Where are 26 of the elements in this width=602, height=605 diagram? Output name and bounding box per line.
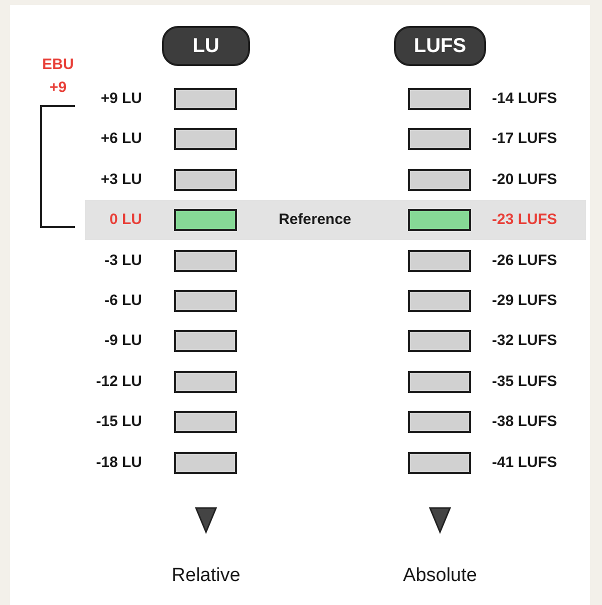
- level-value: -32 LUFS: [492, 331, 558, 352]
- level-value: 0 LU: [108, 210, 142, 230]
- reference-text: Reference: [278, 210, 352, 230]
- level-value: +3 LU: [100, 170, 142, 190]
- level-value: -6 LU: [104, 291, 142, 311]
- level-value: -18 LU: [95, 452, 142, 473]
- unit-badge: LU: [162, 26, 250, 66]
- level-value: -26 LUFS: [492, 250, 558, 271]
- level-value: +9 LU: [100, 89, 142, 109]
- note-text: EBU +9: [41, 55, 75, 98]
- level-value: -3 LU: [104, 250, 142, 271]
- level-value: -29 LUFS: [492, 291, 558, 311]
- unit-badge: LUFS: [394, 26, 486, 66]
- column-caption: Relative: [170, 565, 242, 587]
- level-value: -12 LU: [95, 372, 142, 392]
- level-value: -20 LUFS: [492, 170, 558, 190]
- level-value: -35 LUFS: [492, 372, 558, 392]
- level-value: -15 LU: [95, 412, 142, 432]
- column-caption: Absolute: [402, 565, 478, 587]
- level-value: -38 LUFS: [492, 412, 558, 432]
- level-value: +6 LU: [100, 129, 142, 150]
- level-value: -41 LUFS: [492, 452, 558, 473]
- level-value: -23 LUFS: [492, 210, 558, 230]
- level-value: -9 LU: [104, 331, 142, 352]
- level-value: -17 LUFS: [492, 129, 558, 150]
- level-value: -14 LUFS: [492, 89, 558, 109]
